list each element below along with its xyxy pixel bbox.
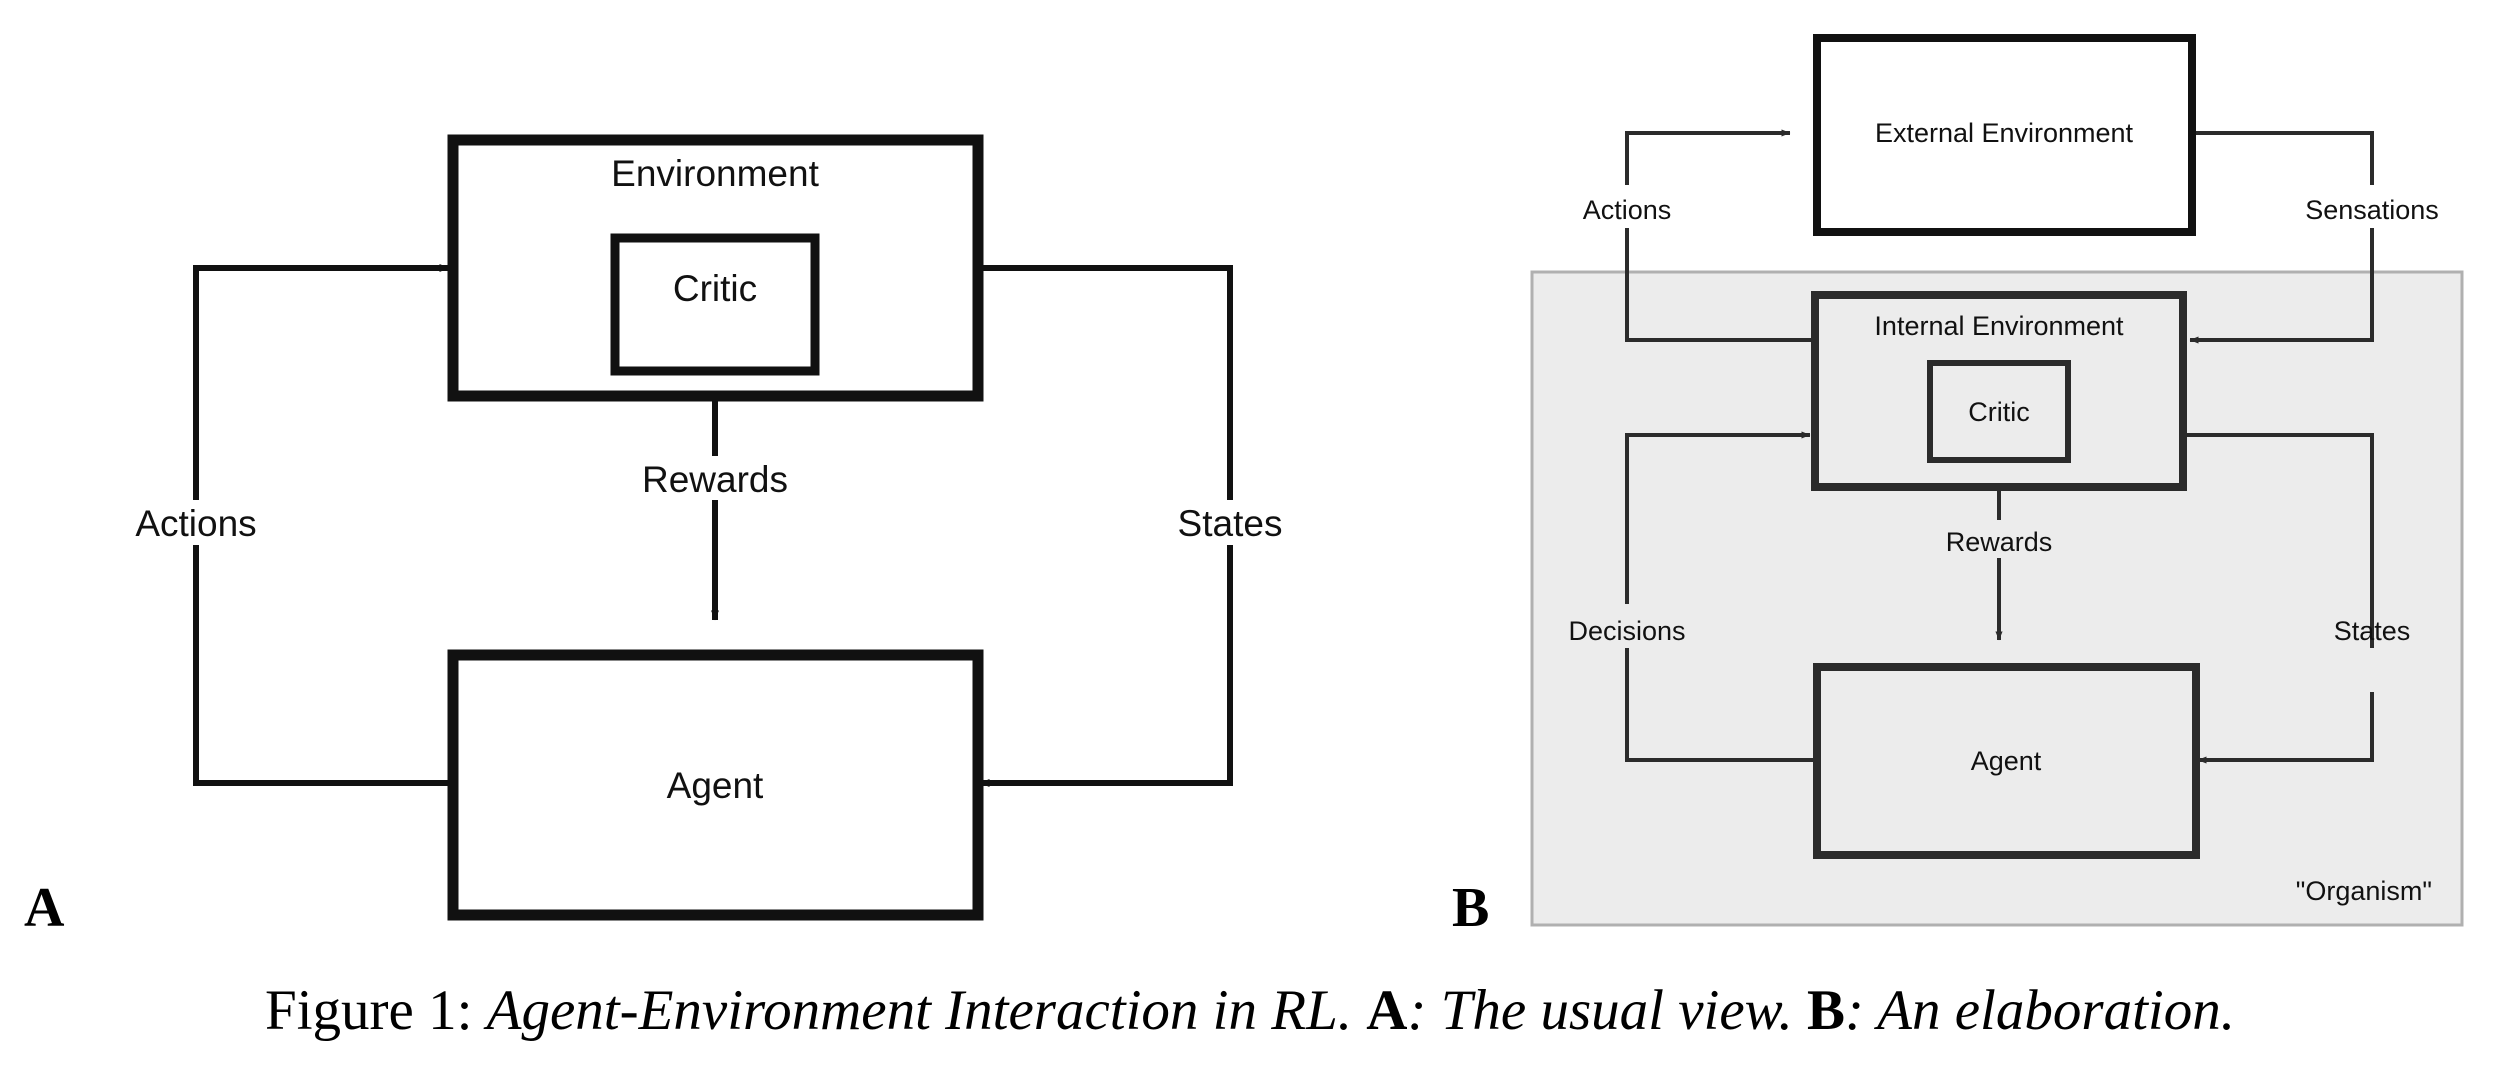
box-label-critic: Critic: [673, 268, 757, 309]
panel-letter-b: B: [1452, 877, 1490, 939]
edge-label-rewards: Rewards: [642, 459, 788, 500]
edge-label-actions-b: Actions: [1583, 195, 1672, 225]
edge-label-decisions-b: Decisions: [1568, 616, 1685, 646]
region-label-organism: "Organism": [2296, 876, 2432, 906]
panel-a-diagram: Actions States Rewards Environment Criti…: [135, 134, 1283, 921]
caption-letter-a: A: [1366, 979, 1408, 1042]
box-agent-b: Agent: [1813, 663, 2200, 859]
box-label-internal-environment: Internal Environment: [1874, 311, 2124, 341]
box-external-environment-b: External Environment: [1813, 34, 2196, 236]
caption-text-b: : An elaboration.: [1844, 979, 2235, 1042]
edge-label-states-b: States: [2334, 616, 2411, 646]
box-label-agent-b: Agent: [1971, 746, 2042, 776]
edge-rewards-a: Rewards: [642, 371, 788, 621]
box-label-critic-b: Critic: [1968, 397, 2030, 427]
edge-label-rewards-b: Rewards: [1946, 527, 2053, 557]
box-critic-a: Critic: [610, 233, 820, 376]
edge-states-a: States: [978, 265, 1283, 787]
panel-letter-a: A: [24, 877, 65, 939]
caption-text-a: : The usual view.: [1407, 979, 1793, 1042]
caption-letter-b: B: [1806, 979, 1845, 1042]
box-label-agent: Agent: [667, 765, 764, 806]
box-critic-b: Critic: [1927, 360, 2071, 463]
edge-label-sensations-b: Sensations: [2305, 195, 2439, 225]
edge-states-b: States: [2183, 433, 2411, 764]
edge-label-states: States: [1178, 503, 1283, 544]
box-label-external-environment: External Environment: [1875, 118, 2134, 148]
edge-actions-a: Actions: [135, 264, 455, 786]
box-agent-a: Agent: [447, 649, 984, 921]
caption-title: Agent-Environment Interaction in RL.: [486, 979, 1353, 1042]
caption-prefix: Figure 1:: [265, 979, 473, 1042]
panel-b-diagram: "Organism" Actions Sensations Decisions: [1530, 34, 2464, 927]
edge-label-actions: Actions: [135, 503, 256, 544]
figure-caption: Figure 1: Agent-Environment Interaction …: [0, 978, 2500, 1043]
box-label-environment: Environment: [611, 153, 819, 194]
edge-decisions-b: Decisions: [1568, 431, 1817, 762]
edge-rewards-b: Rewards: [1946, 460, 2053, 641]
edge-actions-b: Actions: [1583, 129, 1815, 342]
edge-sensations-b: Sensations: [2189, 131, 2439, 344]
